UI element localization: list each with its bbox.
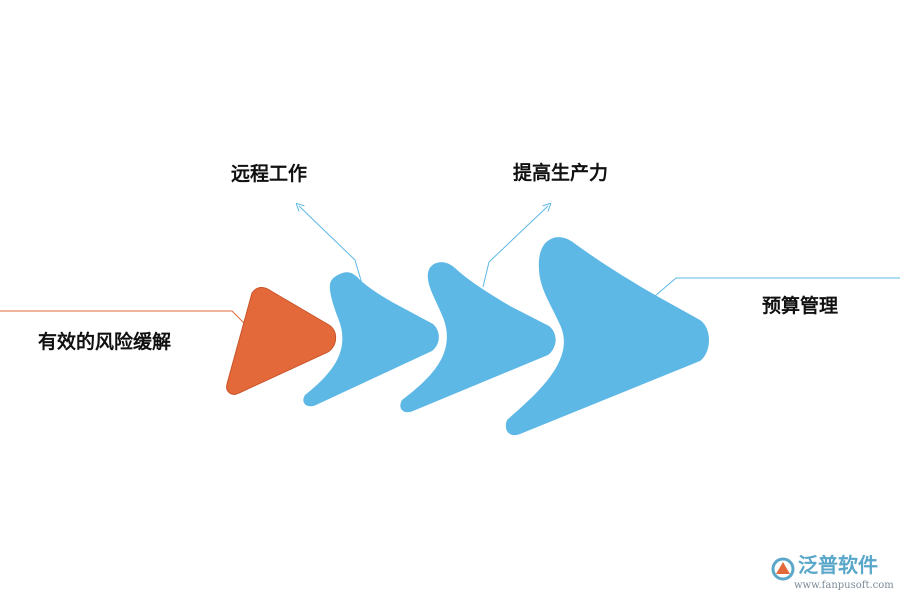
remote-connector-line [299,206,364,288]
budget-management-label: 预算管理 [762,295,839,317]
budget-chevron-shape [505,237,709,436]
budget-connector-line [654,277,900,297]
productivity-label: 提高生产力 [513,162,609,184]
remote-chevron-shape [303,272,439,407]
watermark-brand: 泛普软件 [798,553,878,577]
risk-triangle-shape [226,287,337,395]
watermark-url: www.fanpusoft.com [794,580,894,591]
productivity-chevron-shape [400,262,556,413]
remote-work-label: 远程工作 [231,163,308,185]
fanpu-logo-icon [771,557,795,581]
productivity-connector-line [482,206,548,288]
risk-connector-line [0,310,245,324]
watermark: 泛普软件 www.fanpusoft.com [770,554,895,598]
risk-mitigation-label: 有效的风险缓解 [38,331,172,353]
